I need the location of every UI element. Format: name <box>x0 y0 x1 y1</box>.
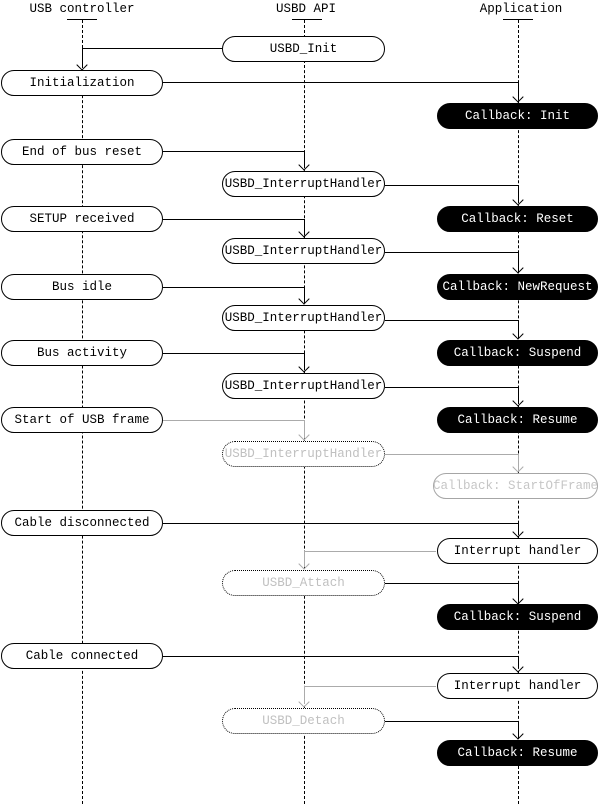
connector-line <box>385 583 518 584</box>
connector-line <box>385 721 518 722</box>
connector-line <box>304 287 305 303</box>
app-box-interrupt-handler: Interrupt handler <box>437 538 598 564</box>
arrowhead-down <box>298 361 310 373</box>
connector-line-inactive <box>518 454 519 470</box>
callback-box-resume: Callback: Resume <box>437 407 598 433</box>
connector-line <box>82 48 222 49</box>
connector-line <box>518 252 519 271</box>
arrowhead-down <box>298 293 310 305</box>
connector-line <box>385 185 518 186</box>
connector-line-inactive <box>304 686 436 687</box>
api-box-usbd-attach-inactive: USBD_Attach <box>222 570 385 596</box>
event-box-cable-disconnected: Cable disconnected <box>1 510 163 536</box>
event-box-bus-activity: Bus activity <box>1 340 163 366</box>
column-header-application: Application <box>479 2 563 16</box>
callback-box-new-request: Callback: NewRequest <box>437 274 598 300</box>
event-box-cable-connected: Cable connected <box>1 643 163 669</box>
connector-line-inactive <box>304 686 305 704</box>
connector-line-inactive <box>304 551 436 552</box>
arrowhead-down <box>76 59 88 71</box>
connector-line-inactive <box>304 420 305 438</box>
arrowhead-down <box>512 661 524 673</box>
header-underline <box>67 19 97 20</box>
arrowhead-down <box>512 728 524 740</box>
api-box-interrupt-handler-inactive: USBD_InterruptHandler <box>222 441 385 467</box>
column-header-usb-controller: USB controller <box>29 2 135 16</box>
connector-line <box>518 82 519 100</box>
api-box-interrupt-handler: USBD_InterruptHandler <box>222 171 385 197</box>
arrowhead-down <box>512 395 524 407</box>
connector-line <box>518 320 519 337</box>
api-box-usbd-detach-inactive: USBD_Detach <box>222 708 385 734</box>
arrowhead-down <box>512 91 524 103</box>
callback-box-start-of-frame-inactive: Callback: StartOfFrame <box>433 473 598 499</box>
callback-box-resume: Callback: Resume <box>437 740 598 766</box>
header-underline <box>292 19 322 20</box>
event-box-end-of-bus-reset: End of bus reset <box>1 139 163 165</box>
api-box-usbd-init: USBD_Init <box>222 36 385 62</box>
connector-line <box>304 353 305 370</box>
connector-line <box>163 151 304 152</box>
arrowhead-down <box>512 194 524 206</box>
connector-line <box>163 219 304 220</box>
connector-line <box>518 583 519 601</box>
connector-line-inactive <box>163 420 304 421</box>
lifeline-usbd-api <box>304 20 305 804</box>
event-box-start-of-usb-frame: Start of USB frame <box>1 407 163 433</box>
connector-line <box>82 48 83 66</box>
connector-line <box>163 656 518 657</box>
event-box-initialization: Initialization <box>1 70 163 96</box>
connector-line <box>163 287 304 288</box>
connector-line <box>518 721 519 736</box>
connector-line <box>518 656 519 668</box>
connector-line <box>385 252 518 253</box>
arrowhead-down-inactive <box>298 558 310 570</box>
connector-line <box>385 387 518 388</box>
arrowhead-down <box>298 159 310 171</box>
app-box-interrupt-handler: Interrupt handler <box>437 673 598 699</box>
api-box-interrupt-handler: USBD_InterruptHandler <box>222 373 385 399</box>
connector-line <box>518 523 519 535</box>
arrowhead-down-inactive <box>298 429 310 441</box>
event-box-bus-idle: Bus idle <box>1 274 163 300</box>
arrowhead-down <box>298 226 310 238</box>
column-header-usbd-api: USBD API <box>275 2 337 16</box>
arrowhead-down <box>512 593 524 605</box>
callback-box-suspend: Callback: Suspend <box>437 604 598 630</box>
arrowhead-down <box>512 526 524 538</box>
callback-box-suspend: Callback: Suspend <box>437 340 598 366</box>
event-box-setup-received: SETUP received <box>1 206 163 232</box>
connector-line-inactive <box>304 551 305 567</box>
header-underline <box>503 19 533 20</box>
arrowhead-down <box>512 262 524 274</box>
connector-line-inactive <box>385 454 518 455</box>
callback-box-reset: Callback: Reset <box>437 206 598 232</box>
connector-line <box>163 82 518 83</box>
connector-line <box>518 387 519 404</box>
callback-box-init: Callback: Init <box>437 103 598 129</box>
connector-line <box>304 219 305 235</box>
arrowhead-down <box>512 328 524 340</box>
connector-line <box>163 523 518 524</box>
arrowhead-down-inactive <box>512 461 524 473</box>
api-box-interrupt-handler: USBD_InterruptHandler <box>222 305 385 331</box>
connector-line <box>385 320 518 321</box>
api-box-interrupt-handler: USBD_InterruptHandler <box>222 238 385 264</box>
connector-line <box>163 353 304 354</box>
arrowhead-down-inactive <box>298 696 310 708</box>
connector-line <box>518 185 519 203</box>
connector-line <box>304 151 305 167</box>
